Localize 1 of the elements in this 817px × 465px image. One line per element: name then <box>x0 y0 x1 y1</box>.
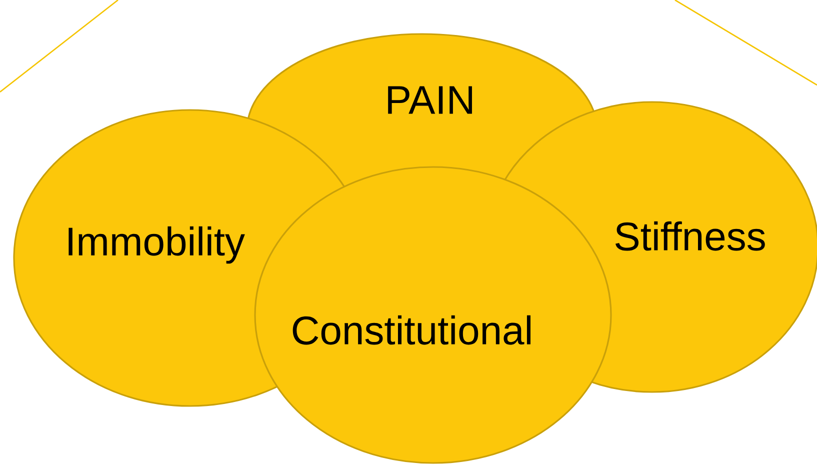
node-label: Stiffness <box>615 221 765 251</box>
